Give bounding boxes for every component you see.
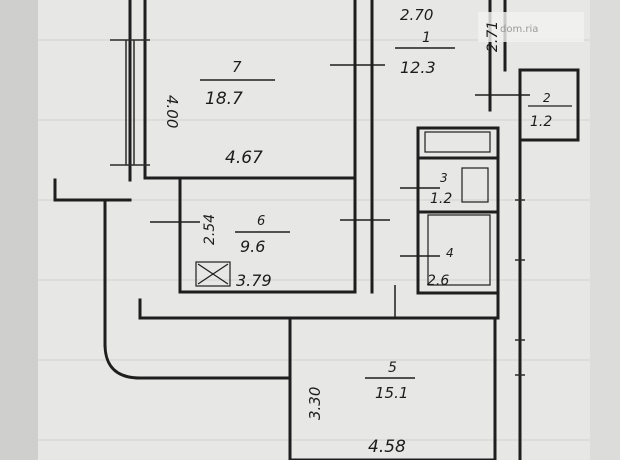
bath-block <box>416 156 500 295</box>
watermark-text: dom.ria <box>500 24 538 35</box>
room7-dim-side: 4.00 <box>163 95 181 128</box>
room7-dim-bottom: 4.67 <box>225 148 263 168</box>
room1-dim-side: 2.71 <box>485 21 501 52</box>
room2-box <box>518 68 580 142</box>
room6-number: 6 <box>257 214 265 229</box>
walls <box>53 0 580 460</box>
room1-number: 1 <box>422 30 431 46</box>
stove-fixture <box>195 261 231 287</box>
door-ticks <box>150 64 530 318</box>
left-margin <box>0 0 38 460</box>
room6-dim-bottom: 3.79 <box>236 271 272 290</box>
room6-area: 9.6 <box>240 237 265 256</box>
room5-dim-side: 3.30 <box>306 387 324 420</box>
room5-area: 15.1 <box>375 384 408 402</box>
windows <box>110 39 525 376</box>
toilet-fixture <box>461 167 489 203</box>
room4-number: 4 <box>446 246 454 260</box>
sink-fixture <box>424 131 491 153</box>
room3-area: 1.2 <box>430 191 452 207</box>
room5-dim-bottom: 4.58 <box>368 437 406 457</box>
corridor-curve <box>103 343 292 380</box>
room2-number: 2 <box>543 91 551 105</box>
room2-area: 1.2 <box>530 114 552 130</box>
room3-number: 3 <box>440 171 448 185</box>
room1-dim-top: 2.70 <box>400 6 433 24</box>
room4-area: 2.6 <box>427 273 449 289</box>
fixtures <box>195 131 491 287</box>
room7-area: 18.7 <box>205 89 243 109</box>
room1-area: 12.3 <box>400 58 436 77</box>
room6-dim-side: 2.54 <box>202 214 218 245</box>
bathtub-fixture <box>427 214 491 286</box>
room5-box <box>288 316 497 460</box>
right-margin <box>590 0 620 460</box>
watermark-box <box>478 12 584 42</box>
room7-number: 7 <box>232 58 242 76</box>
room5-number: 5 <box>388 360 397 376</box>
